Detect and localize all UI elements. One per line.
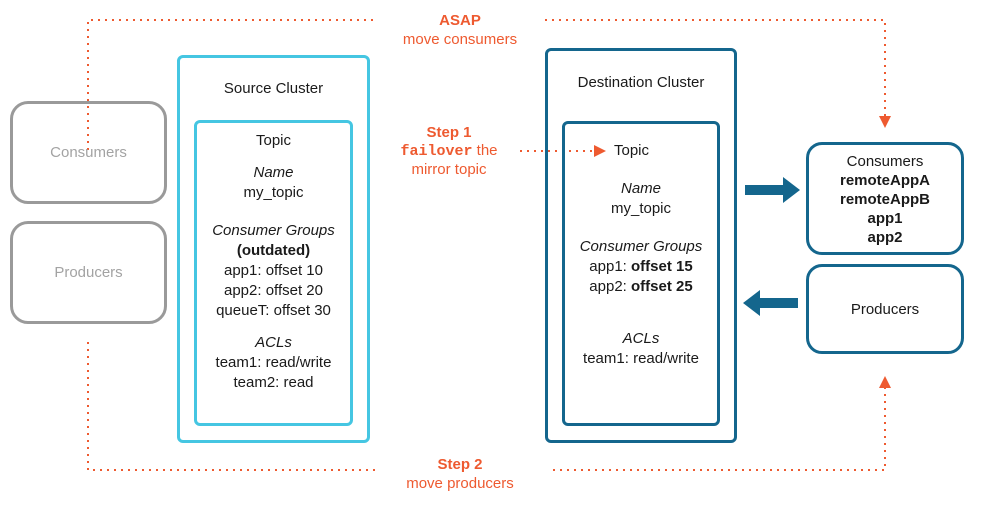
right-consumers-box [806, 142, 964, 255]
step2-text: move producers [406, 475, 514, 492]
right-consumer-app: remoteAppB [839, 191, 930, 208]
source-acls-heading: ACLs [255, 334, 292, 351]
destination-acl-row: team1: read/write [583, 350, 699, 367]
step2-dotted-path [87, 342, 886, 471]
destination-topic-box [562, 121, 720, 426]
source-groups-heading: Consumer Groups [212, 222, 335, 239]
destination-group-row: app2: offset 25 [562, 277, 720, 297]
step1-title: Step 1 [426, 124, 472, 141]
step1-code: failover [400, 143, 473, 160]
step2-annotation: Step 2 move producers [385, 455, 535, 493]
destination-group-name: app1: [589, 258, 627, 275]
asap-annotation: ASAP move consumers [385, 11, 535, 49]
left-producers-label: Producers [54, 264, 123, 281]
destination-topic-label: Topic [614, 142, 650, 159]
destination-group-name: app2: [589, 278, 627, 295]
destination-group-offset: offset 25 [631, 278, 693, 295]
right-producers-label: Producers [850, 300, 920, 318]
right-producers-box: Producers [806, 264, 964, 354]
asap-title: ASAP [439, 12, 481, 29]
destination-groups-heading: Consumer Groups [579, 238, 703, 255]
right-consumer-app: app1 [867, 210, 903, 227]
right-consumer-app: app2 [867, 229, 903, 246]
destination-name-heading: Name [620, 180, 661, 197]
destination-cluster [545, 48, 737, 443]
left-consumers-label: Consumers [50, 144, 127, 161]
source-name-heading: Name [253, 164, 294, 181]
left-producers-box: Producers [10, 221, 167, 324]
source-topic-content: Topic Name my_topic Consumer Groups (out… [194, 131, 353, 393]
step2-title: Step 2 [437, 456, 483, 473]
step2-arrowhead [879, 376, 891, 388]
source-cluster-title: Source Cluster [223, 80, 324, 97]
destination-topic-content: Name my_topic Consumer Groups app1: offs… [562, 179, 720, 369]
source-acl-row: team1: read/write [215, 354, 332, 371]
destination-acls-heading: ACLs [622, 330, 660, 347]
source-group-row: queueT: offset 30 [216, 302, 331, 319]
source-groups-status: (outdated) [236, 242, 311, 259]
destination-name-value: my_topic [610, 200, 672, 217]
destination-cluster-title: Destination Cluster [577, 74, 705, 91]
source-group-row: app1: offset 10 [224, 262, 323, 279]
step1-text-b: mirror topic [411, 161, 487, 178]
destination-group-row: app1: offset 15 [562, 257, 720, 277]
right-consumer-app: remoteAppA [839, 172, 930, 189]
step1-annotation: Step 1 failover the mirror topic [385, 124, 513, 179]
consumer-flow-arrow [745, 177, 800, 203]
destination-group-offset: offset 15 [631, 258, 693, 275]
left-consumers-box: Consumers [10, 101, 167, 204]
right-consumers-content: Consumers remoteAppA remoteAppB app1 app… [806, 152, 964, 247]
source-topic-label: Topic [255, 132, 292, 149]
asap-text: move consumers [402, 31, 518, 48]
source-group-row: app2: offset 20 [224, 282, 323, 299]
source-name-value: my_topic [243, 184, 304, 201]
step1-text-a: the [476, 142, 498, 159]
asap-dotted-path [87, 19, 886, 150]
producer-flow-arrow [743, 290, 798, 316]
step1-arrowhead [594, 145, 606, 157]
source-topic-box [194, 120, 353, 426]
source-cluster [177, 55, 370, 443]
asap-arrowhead [879, 116, 891, 128]
right-consumers-label: Consumers [846, 153, 924, 170]
source-acl-row: team2: read [233, 374, 314, 391]
